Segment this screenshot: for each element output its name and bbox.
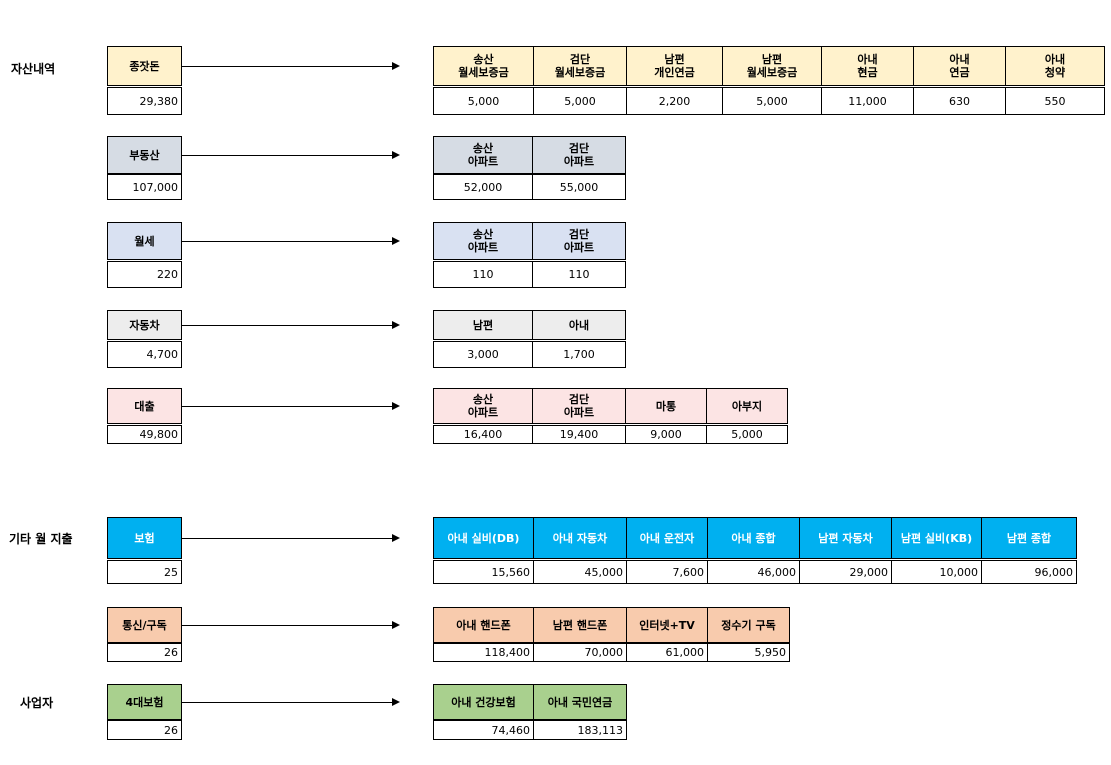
category-header[interactable]: 부동산 (107, 136, 182, 174)
section-label: 기타 월 지출 (9, 532, 73, 546)
item-header[interactable]: 아내 실비(DB) (433, 517, 534, 559)
item-value[interactable]: 10,000 (891, 560, 982, 584)
item-value[interactable]: 15,560 (433, 560, 534, 584)
category-total[interactable]: 49,800 (107, 425, 182, 444)
item-header[interactable]: 남편 개인연금 (626, 46, 723, 86)
category-header[interactable]: 월세 (107, 222, 182, 260)
arrow-line (182, 625, 392, 626)
item-header[interactable]: 송산 아파트 (433, 136, 533, 174)
item-value[interactable]: 70,000 (533, 643, 627, 662)
item-header[interactable]: 남편 (433, 310, 533, 340)
section-label: 자산내역 (11, 62, 56, 76)
item-header[interactable]: 송산 아파트 (433, 222, 533, 260)
item-value[interactable]: 5,950 (707, 643, 790, 662)
item-value[interactable]: 5,000 (706, 425, 788, 444)
item-value[interactable]: 3,000 (433, 341, 533, 368)
category-total[interactable]: 26 (107, 643, 182, 662)
category-total[interactable]: 25 (107, 560, 182, 584)
category-header[interactable]: 종잣돈 (107, 46, 182, 86)
item-value[interactable]: 550 (1005, 87, 1105, 115)
item-value[interactable]: 74,460 (433, 720, 534, 740)
category-header[interactable]: 보험 (107, 517, 182, 559)
arrow-line (182, 241, 392, 242)
category-header[interactable]: 대출 (107, 388, 182, 424)
category-total[interactable]: 4,700 (107, 341, 182, 368)
item-value[interactable]: 46,000 (707, 560, 800, 584)
item-value[interactable]: 55,000 (532, 174, 626, 200)
item-value[interactable]: 61,000 (626, 643, 708, 662)
item-value[interactable]: 183,113 (533, 720, 627, 740)
item-header[interactable]: 남편 종합 (981, 517, 1077, 559)
section-label: 사업자 (20, 696, 54, 710)
item-header[interactable]: 인터넷+TV (626, 607, 708, 643)
arrow-head-icon (392, 402, 400, 410)
arrow-line (182, 325, 392, 326)
item-value[interactable]: 5,000 (533, 87, 627, 115)
item-header[interactable]: 송산 월세보증금 (433, 46, 534, 86)
item-header[interactable]: 검단 아파트 (532, 222, 626, 260)
item-header[interactable]: 남편 핸드폰 (533, 607, 627, 643)
arrow-line (182, 538, 392, 539)
arrow-head-icon (392, 237, 400, 245)
item-header[interactable]: 아내 종합 (707, 517, 800, 559)
category-header[interactable]: 통신/구독 (107, 607, 182, 643)
item-value[interactable]: 96,000 (981, 560, 1077, 584)
item-header[interactable]: 송산 아파트 (433, 388, 533, 424)
item-value[interactable]: 630 (913, 87, 1006, 115)
arrow-head-icon (392, 151, 400, 159)
category-total[interactable]: 26 (107, 720, 182, 740)
item-value[interactable]: 7,600 (626, 560, 708, 584)
item-value[interactable]: 19,400 (532, 425, 626, 444)
item-value[interactable]: 1,700 (532, 341, 626, 368)
arrow-line (182, 155, 392, 156)
item-header[interactable]: 아내 연금 (913, 46, 1006, 86)
item-header[interactable]: 검단 월세보증금 (533, 46, 627, 86)
item-value[interactable]: 9,000 (625, 425, 707, 444)
item-value[interactable]: 110 (532, 261, 626, 288)
item-header[interactable]: 남편 자동차 (799, 517, 892, 559)
item-value[interactable]: 118,400 (433, 643, 534, 662)
item-value[interactable]: 5,000 (722, 87, 822, 115)
item-header[interactable]: 아내 청약 (1005, 46, 1105, 86)
arrow-head-icon (392, 534, 400, 542)
item-header[interactable]: 아부지 (706, 388, 788, 424)
item-header[interactable]: 아내 (532, 310, 626, 340)
arrow-line (182, 66, 392, 67)
item-header[interactable]: 아내 국민연금 (533, 684, 627, 720)
arrow-head-icon (392, 621, 400, 629)
item-value[interactable]: 11,000 (821, 87, 914, 115)
category-total[interactable]: 29,380 (107, 87, 182, 115)
item-header[interactable]: 검단 아파트 (532, 136, 626, 174)
item-header[interactable]: 정수기 구독 (707, 607, 790, 643)
arrow-head-icon (392, 698, 400, 706)
item-header[interactable]: 아내 핸드폰 (433, 607, 534, 643)
item-header[interactable]: 아내 운전자 (626, 517, 708, 559)
arrow-head-icon (392, 321, 400, 329)
item-header[interactable]: 검단 아파트 (532, 388, 626, 424)
item-header[interactable]: 아내 건강보험 (433, 684, 534, 720)
item-header[interactable]: 남편 월세보증금 (722, 46, 822, 86)
item-value[interactable]: 5,000 (433, 87, 534, 115)
item-header[interactable]: 아내 현금 (821, 46, 914, 86)
category-total[interactable]: 220 (107, 261, 182, 288)
item-value[interactable]: 29,000 (799, 560, 892, 584)
arrow-line (182, 702, 392, 703)
item-value[interactable]: 52,000 (433, 174, 533, 200)
category-header[interactable]: 자동차 (107, 310, 182, 340)
category-header[interactable]: 4대보험 (107, 684, 182, 720)
arrow-line (182, 406, 392, 407)
item-header[interactable]: 마통 (625, 388, 707, 424)
item-value[interactable]: 2,200 (626, 87, 723, 115)
item-value[interactable]: 45,000 (533, 560, 627, 584)
item-value[interactable]: 110 (433, 261, 533, 288)
item-header[interactable]: 남편 실비(KB) (891, 517, 982, 559)
category-total[interactable]: 107,000 (107, 174, 182, 200)
item-header[interactable]: 아내 자동차 (533, 517, 627, 559)
arrow-head-icon (392, 62, 400, 70)
item-value[interactable]: 16,400 (433, 425, 533, 444)
